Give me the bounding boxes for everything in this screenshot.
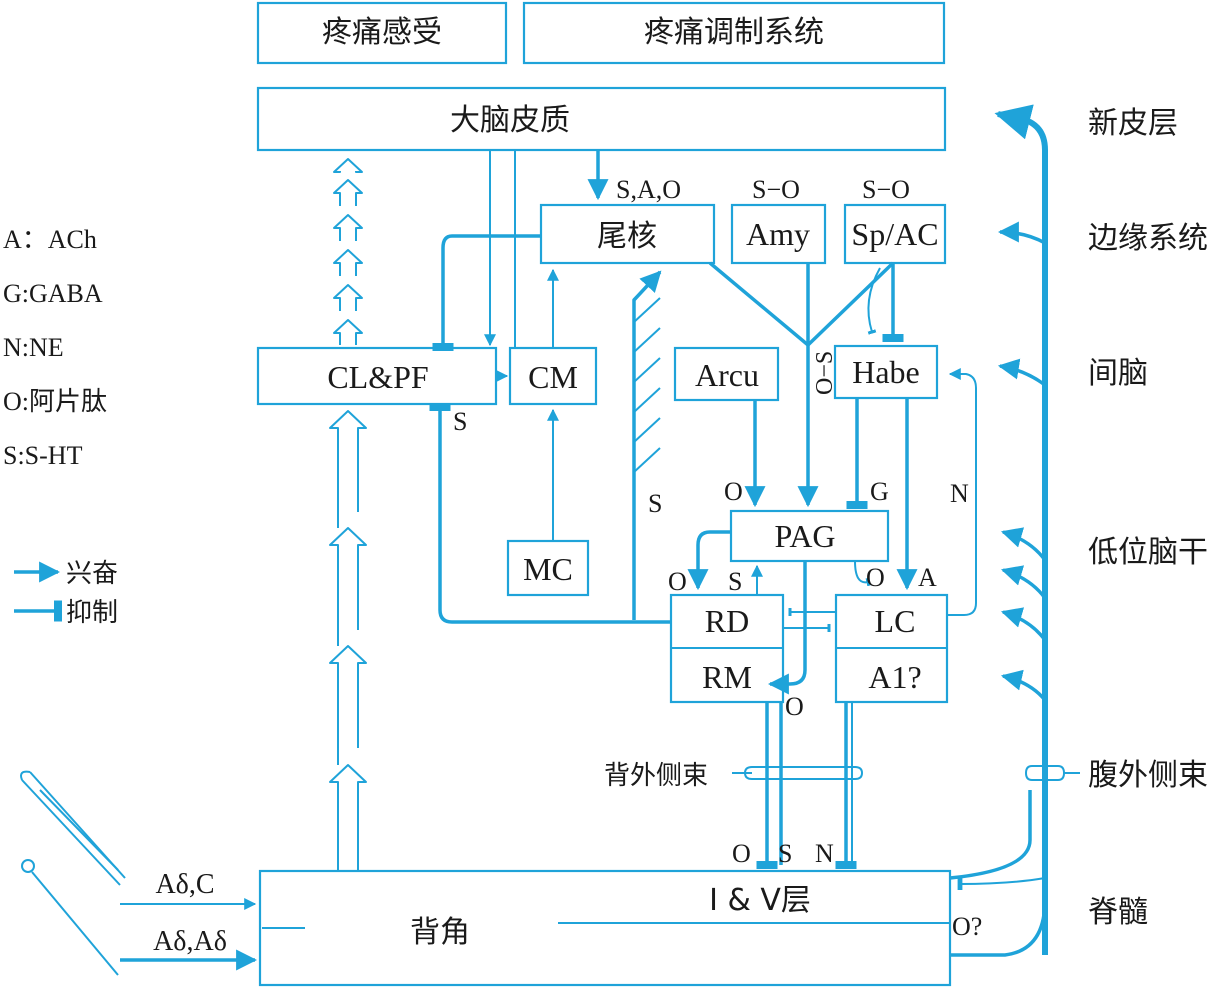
box-amy: Amy [730,203,827,265]
legend-abbrev-1: A：ACh [3,225,97,254]
level-diencephalon: 间脑 [1088,356,1148,391]
label-s-desc: S [778,839,792,868]
layer-label: I & V层 [709,883,811,918]
rm-label: RM [702,659,752,695]
label-s-rise: S [648,489,662,518]
legend-abbreviations: A：ACh G:GABA N:NE O:阿片肽 S:S-HT [3,225,107,470]
label-o-rm: O [785,692,804,721]
box-cm: CM [508,346,598,406]
level-labels: 新皮层 边缘系统 间脑 低位脑干 腹外侧束 脊髓 [1088,106,1208,930]
label-n-right: N [950,479,969,508]
header-pain-modulation: 疼痛调制系统 [522,1,946,65]
ventrolateral-tract [949,104,1080,955]
level-ventrolateral: 腹外侧束 [1088,758,1208,793]
label-o-q: O? [952,912,982,941]
habe-label: Habe [852,354,920,390]
tract-dorsolateral-label: 背外侧束 [604,761,708,791]
box-dorsal-horn: 背角 I & V层 [258,869,952,987]
needle-instruments [20,770,126,976]
dorsal-horn-label: 背角 [410,915,470,950]
legend-excite-label: 兴奋 [66,559,118,589]
box-pag: PAG [729,509,890,563]
label-s-o-amy: S−O [752,175,800,204]
label-g-habe: G [870,477,889,506]
label-n-desc: N [815,839,834,868]
amy-label: Amy [746,216,810,252]
label-o-arcu: O [724,477,743,506]
label-a-lc: A [918,563,937,592]
level-neocortex: 新皮层 [1088,106,1178,141]
legend-abbrev-2: G:GABA [3,279,103,308]
transmitter-labels: S,A,O S−O S−O O−S S S O G N O S O A O O … [453,175,982,941]
fiber-input-2-label: Aδ,Aδ [153,926,227,957]
label-o-lc: O [866,563,885,592]
ascending-pathway-lower [329,410,367,871]
rd-label: RD [705,603,749,639]
a1-label: A1? [868,659,921,695]
sp-ac-label: Sp/AC [851,216,938,252]
legend-abbrev-4: O:阿片肽 [3,387,107,416]
box-habe: Habe [833,344,939,400]
header-pain-sensation-label: 疼痛感受 [322,15,442,50]
label-o-rd-left: O [668,567,687,596]
header-pain-modulation-label: 疼痛调制系统 [644,15,824,50]
legend-inhibit-label: 抑制 [66,598,118,628]
box-lc-a1: LC A1? [834,593,949,704]
fiber-input-1-label: Aδ,C [155,869,214,900]
label-s-clpf: S [453,407,467,436]
connections [429,150,1047,957]
mc-label: MC [523,551,573,587]
legend-abbrev-5: S:S-HT [3,441,83,470]
lc-label: LC [875,603,916,639]
label-s-o-sp: S−O [862,175,910,204]
pag-label: PAG [774,518,835,554]
box-arcu: Arcu [673,346,780,402]
box-cl-pf: CL&PF [256,346,498,406]
legend-abbrev-3: N:NE [3,333,64,362]
cortex-label: 大脑皮质 [450,103,570,138]
box-caudate: 尾核 [539,203,716,265]
label-o-s-vertical: O−S [812,351,838,395]
level-spinal-cord: 脊髓 [1088,895,1148,930]
cm-label: CM [528,359,578,395]
arcu-label: Arcu [695,357,759,393]
label-o-desc: O [732,839,751,868]
label-s-a-o: S,A,O [616,175,681,204]
level-limbic: 边缘系统 [1088,221,1208,256]
label-s-rd: S [728,567,742,596]
cl-pf-label: CL&PF [327,359,428,395]
legend-arrows: 兴奋 抑制 [14,559,118,628]
box-cortex: 大脑皮质 [256,86,947,152]
box-rd-rm: RD RM [669,593,785,704]
caudate-label: 尾核 [597,219,657,254]
header-pain-sensation: 疼痛感受 [256,1,508,65]
level-lower-brainstem: 低位脑干 [1088,535,1208,570]
box-mc: MC [506,539,590,597]
ascending-pathway-upper [333,158,363,345]
box-sp-ac: Sp/AC [843,203,947,265]
